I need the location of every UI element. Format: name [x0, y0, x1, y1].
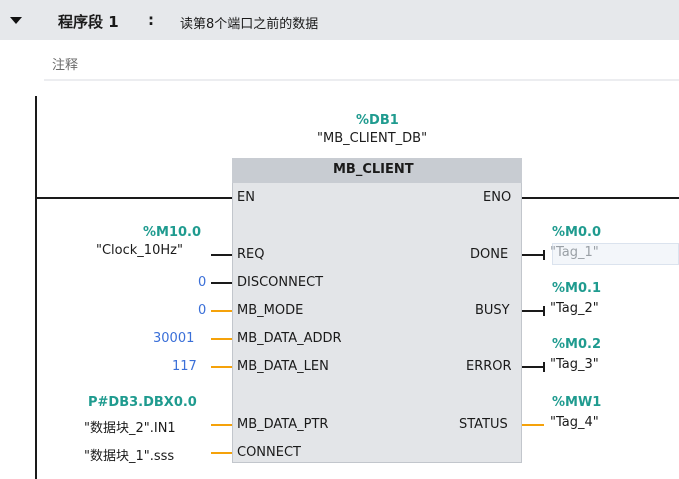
instance-db-name[interactable]: "MB_CLIENT_DB": [317, 131, 428, 146]
pin-status: STATUS: [459, 417, 508, 432]
status-tag[interactable]: "Tag_4": [550, 415, 599, 430]
busy-address[interactable]: %M0.1: [552, 281, 601, 296]
pin-mb-data-len: MB_DATA_LEN: [237, 359, 329, 374]
pin-mb-data-addr: MB_DATA_ADDR: [237, 331, 342, 346]
function-block-name[interactable]: MB_CLIENT: [333, 162, 414, 177]
error-address[interactable]: %M0.2: [552, 337, 601, 352]
comment-bar[interactable]: [44, 47, 679, 77]
mb-data-addr-value[interactable]: 30001: [153, 331, 195, 346]
pin-disconnect: DISCONNECT: [237, 275, 324, 290]
pin-error: ERROR: [466, 359, 512, 374]
instance-db-address[interactable]: %DB1: [356, 113, 399, 128]
pin-busy: BUSY: [475, 303, 510, 318]
collapse-arrow-icon[interactable]: [8, 8, 24, 32]
mb-data-ptr-address[interactable]: P#DB3.DBX0.0: [88, 395, 197, 410]
status-address[interactable]: %MW1: [552, 395, 602, 410]
network-header: [0, 0, 679, 40]
network-title-colon: :: [148, 11, 154, 29]
function-block[interactable]: [232, 158, 522, 463]
busy-tag[interactable]: "Tag_2": [550, 301, 599, 316]
done-address[interactable]: %M0.0: [552, 225, 601, 240]
mb-mode-value[interactable]: 0: [198, 303, 207, 318]
comment-placeholder[interactable]: 注释: [52, 58, 79, 73]
req-tag[interactable]: "Clock_10Hz": [96, 243, 183, 258]
connect-tag[interactable]: "数据块_1".sss: [84, 449, 175, 464]
pin-done: DONE: [470, 247, 509, 262]
disconnect-value[interactable]: 0: [198, 275, 207, 290]
pin-req: REQ: [237, 247, 265, 262]
function-block-title-bar: [232, 158, 522, 183]
mb-data-ptr-tag[interactable]: "数据块_2".IN1: [84, 421, 176, 436]
pin-en: EN: [237, 190, 255, 205]
req-address[interactable]: %M10.0: [143, 225, 202, 240]
pin-eno: ENO: [483, 190, 512, 205]
pin-mb-mode: MB_MODE: [237, 303, 304, 318]
pin-mb-data-ptr: MB_DATA_PTR: [237, 417, 329, 432]
mb-data-len-value[interactable]: 117: [172, 359, 197, 374]
network-description[interactable]: 读第8个端口之前的数据: [180, 17, 319, 32]
network-title: 程序段 1: [58, 13, 119, 31]
done-tag[interactable]: "Tag_1": [550, 245, 599, 260]
error-tag[interactable]: "Tag_3": [550, 357, 599, 372]
pin-connect: CONNECT: [237, 445, 301, 460]
